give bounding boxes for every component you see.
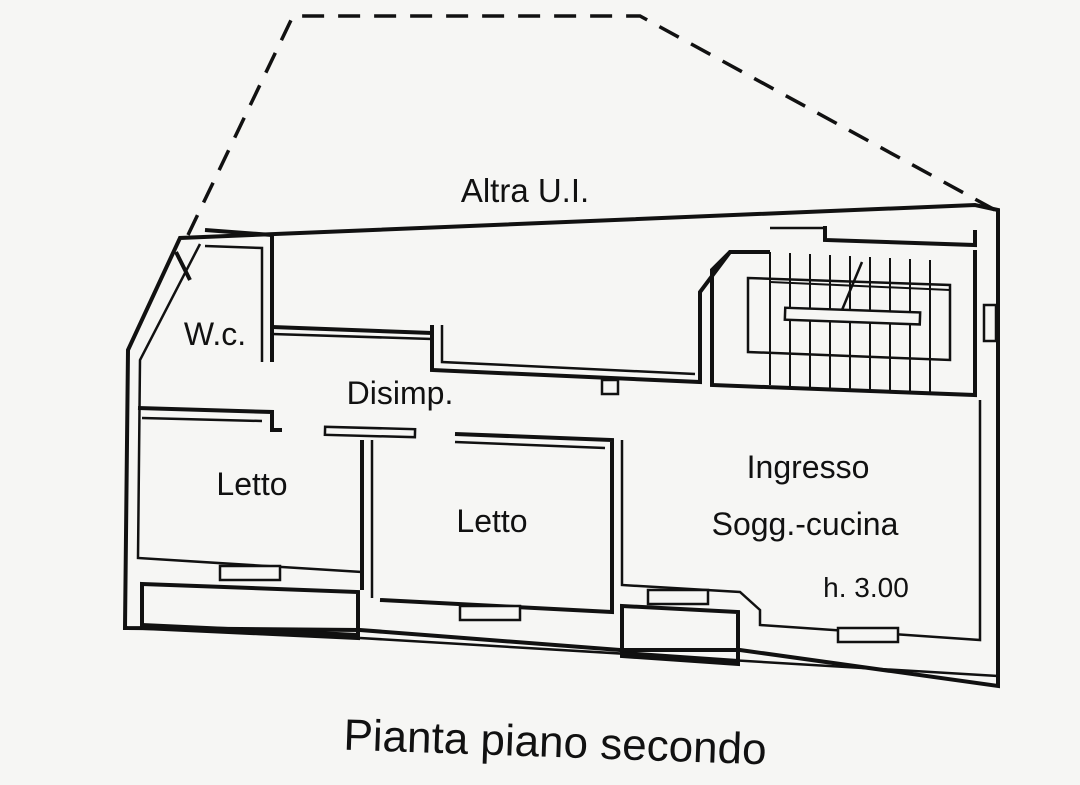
corridor-wall-bottom bbox=[271, 332, 433, 341]
ingresso-wall bbox=[620, 400, 982, 642]
stair-landing bbox=[746, 276, 952, 362]
letto-left-wall-inner bbox=[141, 416, 263, 423]
label-height: h. 3.00 bbox=[823, 572, 909, 603]
window-1 bbox=[218, 564, 282, 582]
label-ingresso: Ingresso bbox=[747, 449, 870, 485]
label-wc: W.c. bbox=[184, 316, 246, 352]
window-east bbox=[982, 303, 998, 343]
letto-left-wall bbox=[137, 406, 282, 432]
label-disimp: Disimp. bbox=[347, 375, 454, 411]
altra-ui-south-wall bbox=[430, 250, 770, 385]
label-letto-left: Letto bbox=[216, 466, 287, 502]
letto-center-wall-inner bbox=[454, 440, 606, 450]
balcony-right bbox=[620, 603, 740, 667]
wc-window bbox=[174, 251, 192, 281]
label-sogg-cucina: Sogg.-cucina bbox=[712, 506, 899, 542]
plan-caption: Pianta piano secondo bbox=[343, 711, 768, 775]
balcony-left-rail bbox=[141, 623, 359, 639]
stair-enclosure bbox=[710, 250, 977, 398]
window-4 bbox=[836, 626, 900, 644]
corridor-wall-top bbox=[271, 325, 433, 335]
stair-handrail bbox=[783, 306, 922, 326]
wc-wall bbox=[204, 228, 274, 362]
label-altra-ui: Altra U.I. bbox=[461, 172, 589, 209]
altra-ui-boundary bbox=[186, 14, 996, 236]
outer-wall bbox=[122, 202, 1000, 689]
south-facade-line bbox=[359, 636, 999, 678]
door-threshold-1 bbox=[323, 425, 417, 439]
north-wall-right bbox=[823, 226, 977, 248]
stair-arrow bbox=[840, 261, 864, 311]
window-3 bbox=[646, 588, 710, 606]
altra-ui-south-wall-inner bbox=[440, 325, 696, 376]
wc-wall-inner bbox=[204, 244, 264, 362]
column bbox=[600, 378, 620, 396]
label-letto-center: Letto bbox=[456, 503, 527, 539]
window-2 bbox=[458, 604, 522, 622]
balcony-left bbox=[140, 581, 360, 641]
